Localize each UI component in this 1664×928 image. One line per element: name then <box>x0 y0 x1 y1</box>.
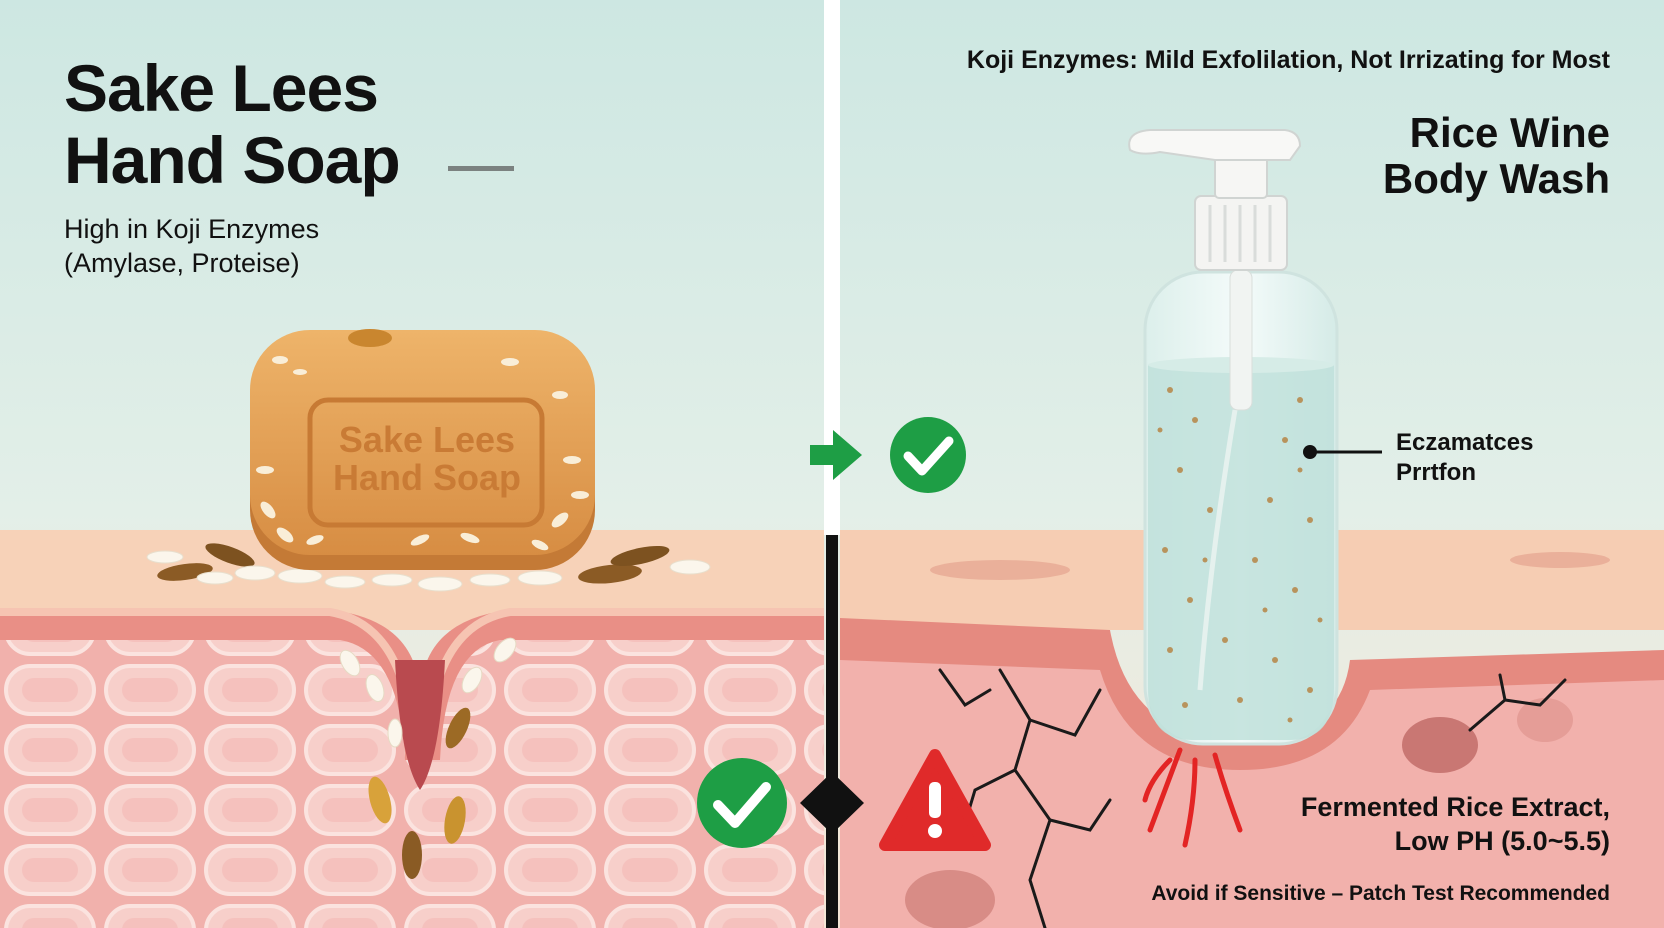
warning-triangle-icon <box>879 749 991 851</box>
title-dash <box>448 166 514 171</box>
right-title-line1: Rice Wine <box>1409 109 1610 156</box>
arrow-right-icon <box>810 430 862 480</box>
right-headline: Koji Enzymes: Mild Exfolilation, Not Irr… <box>966 46 1610 74</box>
soap-engraving-line1: Sake Lees <box>339 419 515 460</box>
check-circle-icon <box>697 758 787 848</box>
irritation-lines <box>1142 747 1243 848</box>
body-wash-bottle <box>1128 129 1339 746</box>
left-title: Sake Lees Hand Soap <box>64 51 401 197</box>
check-circle-icon <box>890 417 966 493</box>
rice-grains <box>146 543 711 879</box>
left-subtitle-line1: High in Koji Enzymes <box>64 214 320 244</box>
bottle-callout: Eczamatces Prrtfon <box>1396 428 1533 488</box>
left-subtitle-line2: (Amylase, Proteise) <box>64 248 300 278</box>
left-title-line1: Sake Lees <box>64 51 379 125</box>
soap-engraving-line2: Hand Soap <box>333 457 521 498</box>
right-skin-cross-section <box>840 530 1664 928</box>
diamond-marker-icon <box>800 772 864 834</box>
extract-line2: Low PH (5.0~5.5) <box>1394 826 1610 856</box>
right-title: Rice Wine Body Wash <box>1383 110 1610 202</box>
left-title-line2: Hand Soap <box>64 123 401 197</box>
right-title-line2: Body Wash <box>1382 155 1610 202</box>
extract-info: Fermented Rice Extract, Low PH (5.0~5.5) <box>1301 790 1610 858</box>
divider-bottom <box>826 535 838 928</box>
callout-line2: Prrtfon <box>1396 459 1476 486</box>
extract-line1: Fermented Rice Extract, <box>1300 792 1610 822</box>
callout-line1: Eczamatces <box>1396 429 1534 456</box>
soap-bar <box>250 329 595 570</box>
divider-top <box>824 0 840 535</box>
left-subtitle: High in Koji Enzymes (Amylase, Proteise) <box>64 212 319 280</box>
warning-text: Avoid if Sensitive – Patch Test Recommen… <box>1151 882 1610 905</box>
